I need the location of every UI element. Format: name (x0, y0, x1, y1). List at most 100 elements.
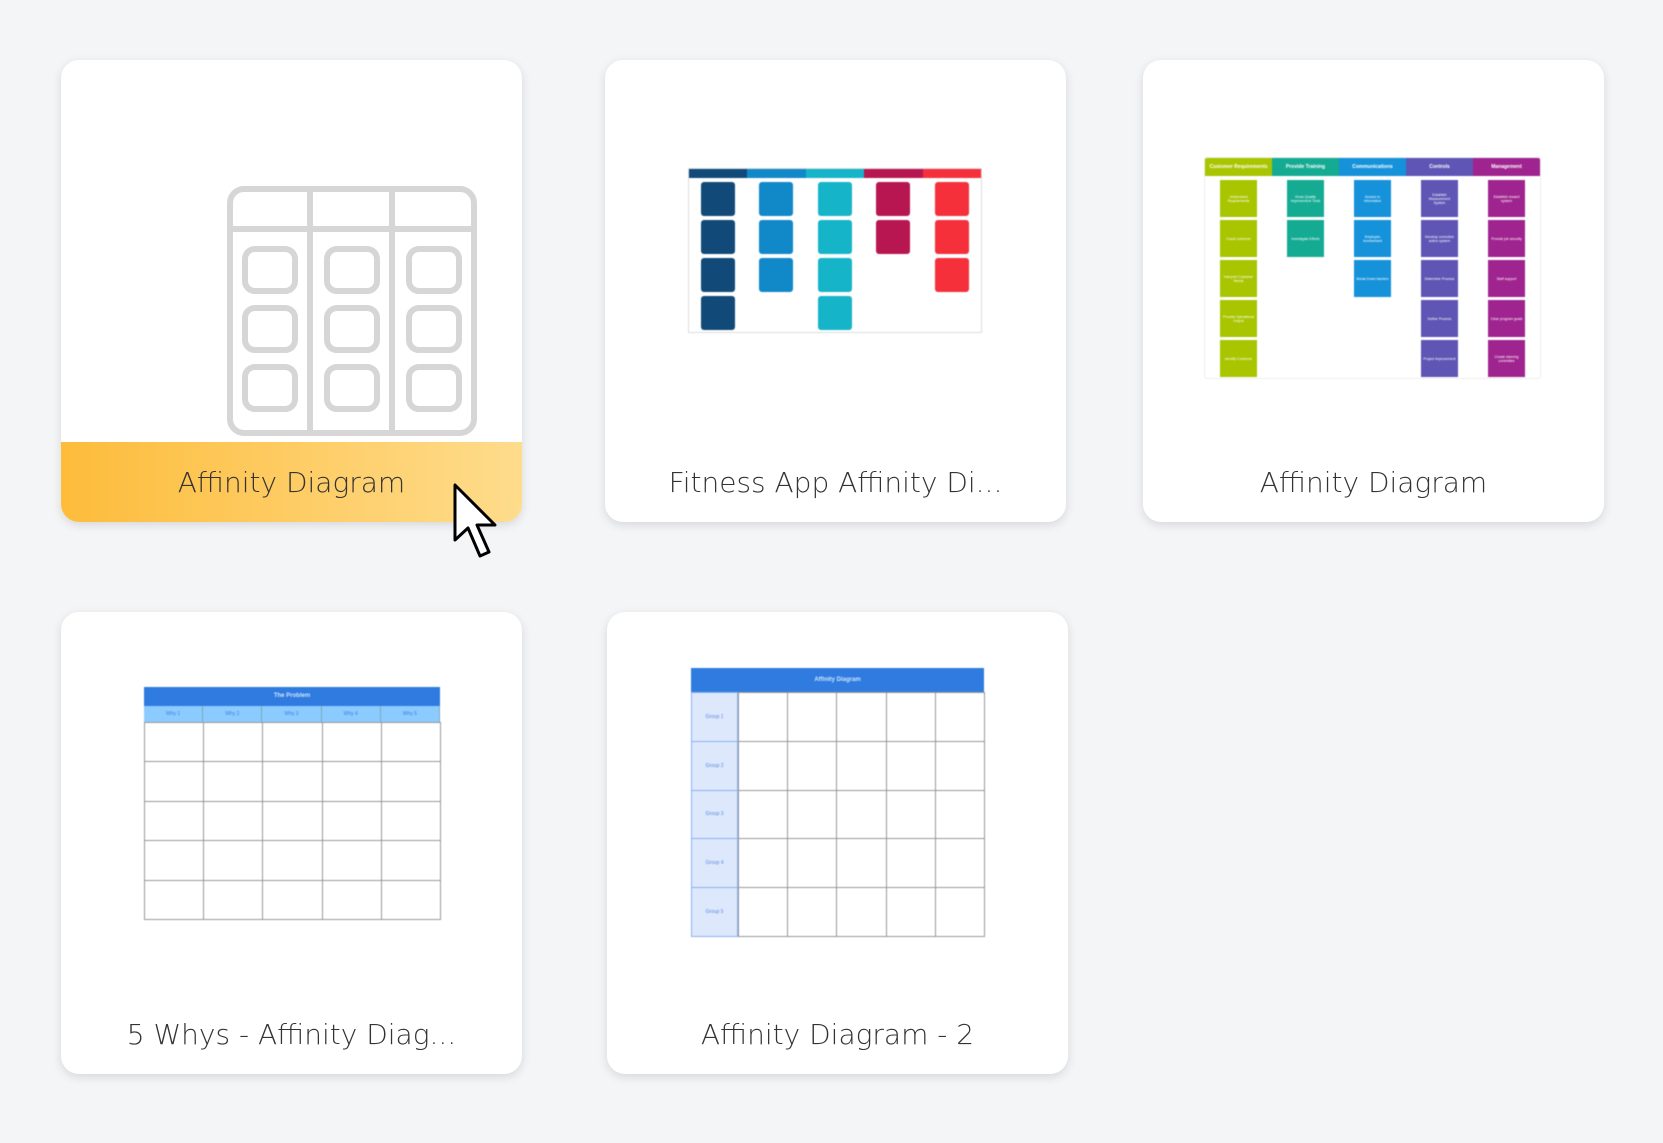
card-label: Affinity Diagram (1259, 465, 1488, 499)
sticky-note: Provide Operational Output (1220, 300, 1257, 337)
template-card-fitness-app[interactable]: Fitness App Affinity Di... (605, 60, 1066, 522)
sticky-note (876, 182, 911, 216)
table-cell (836, 740, 887, 791)
card-label: 5 Whys - Affinity Diag... (126, 1017, 457, 1051)
sticky-note (701, 182, 735, 216)
table-cell (262, 722, 323, 763)
sticky-note (817, 182, 852, 216)
table-cell (203, 761, 264, 802)
sticky-note (817, 258, 852, 292)
sticky-note: Project Improvement (1421, 340, 1458, 377)
column-header: Communications (1339, 158, 1406, 176)
mouse-pointer-icon (453, 483, 497, 558)
row-label: Group 4 (691, 838, 738, 889)
table-cell (787, 887, 838, 937)
sticky-note (817, 220, 852, 254)
template-card-affinity-diagram[interactable]: Affinity Diagram (61, 60, 522, 522)
sticky-note (934, 220, 969, 254)
sticky-note: Determine Process (1421, 260, 1458, 297)
table-cell (885, 887, 936, 937)
sticky-note (701, 296, 735, 330)
sticky-note (701, 258, 735, 292)
table-cell (203, 840, 264, 881)
sticky-note: Develop corrective action system (1421, 220, 1458, 257)
sticky-note: Know Quality Improvement Tools (1287, 180, 1324, 217)
sticky-note: Define Process (1421, 300, 1458, 337)
table-cell (738, 838, 789, 889)
row-label: Group 3 (691, 789, 738, 840)
sticky-note (759, 182, 794, 216)
table-cell (380, 800, 441, 842)
column-header: Management (1473, 158, 1540, 176)
table-cell (262, 761, 323, 802)
table-cell (738, 692, 789, 742)
table-cell (934, 740, 985, 791)
table-title: Affinity Diagram (691, 668, 984, 692)
sticky-note: Establish Measurement System (1421, 180, 1458, 217)
column-header (689, 169, 748, 178)
table-cell (262, 879, 323, 920)
table-cell (836, 789, 887, 840)
table-cell (321, 800, 382, 842)
table-title: The Problem (144, 687, 440, 706)
blank-template-icon (227, 186, 477, 436)
column-header: Why 4 (321, 706, 381, 722)
table-cell (321, 840, 382, 881)
table-cell (934, 838, 985, 889)
table-cell (738, 740, 789, 791)
sticky-note (759, 220, 794, 254)
column-header: Controls (1406, 158, 1473, 176)
sticky-note: Access to Information (1354, 180, 1391, 217)
sticky-note: Understand Requirements (1220, 180, 1257, 217)
table-cell (885, 789, 936, 840)
sticky-note (876, 220, 911, 254)
table-cell (262, 840, 323, 881)
table-cell (885, 692, 936, 742)
column-header: Why 2 (203, 706, 263, 722)
table-cell (321, 722, 382, 763)
sticky-note (701, 220, 735, 254)
row-label: Group 1 (691, 692, 738, 742)
sticky-note: Establish reward system (1488, 180, 1525, 217)
table-cell (321, 761, 382, 802)
table-cell (380, 840, 441, 881)
column-header: Why 5 (380, 706, 440, 722)
sticky-note (934, 258, 969, 292)
card-label: Affinity Diagram - 2 (700, 1017, 975, 1051)
table-cell (380, 722, 441, 763)
sticky-note (934, 182, 969, 216)
table-cell (321, 879, 382, 920)
table-cell (144, 879, 205, 920)
table-cell (787, 789, 838, 840)
table-cell (144, 761, 205, 802)
column-header (805, 169, 865, 178)
card-label: Fitness App Affinity Di... (668, 465, 1003, 499)
sticky-note: Provide job security (1488, 220, 1525, 257)
sticky-note (759, 258, 794, 292)
table-cell (934, 789, 985, 840)
table-cell (203, 722, 264, 763)
fitness-app-thumbnail (688, 168, 982, 333)
sticky-note: Break Down barriers (1354, 260, 1391, 297)
sticky-note: Interpret Customer Needs (1220, 260, 1257, 297)
table-cell (203, 800, 264, 842)
sticky-note: Crault customer (1220, 220, 1257, 257)
row-label: Group 2 (691, 740, 738, 791)
sticky-note: Create steering committee (1488, 340, 1525, 377)
table-cell (836, 692, 887, 742)
table-cell (380, 761, 441, 802)
table-cell (144, 840, 205, 881)
table-cell (262, 800, 323, 842)
column-header: Why 3 (262, 706, 322, 722)
card-label: Affinity Diagram (61, 442, 522, 522)
column-header: Why 1 (144, 706, 204, 722)
table-cell (738, 789, 789, 840)
table-cell (738, 887, 789, 937)
column-header: Customer Requirements (1205, 158, 1272, 176)
